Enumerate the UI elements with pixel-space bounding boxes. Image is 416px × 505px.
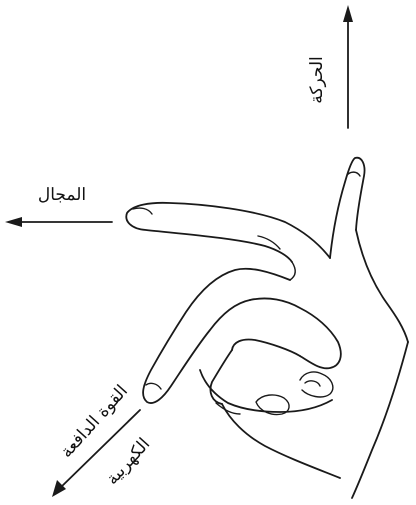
emf-label-line2: الكهربية [102,434,154,489]
motion-arrow [343,5,353,128]
emf-label-line1: القوة الدافعة [57,381,132,462]
field-arrow [5,217,112,227]
field-label: المجال [38,185,86,205]
motion-label: الحركة [307,56,327,103]
hand-illustration [126,158,408,498]
